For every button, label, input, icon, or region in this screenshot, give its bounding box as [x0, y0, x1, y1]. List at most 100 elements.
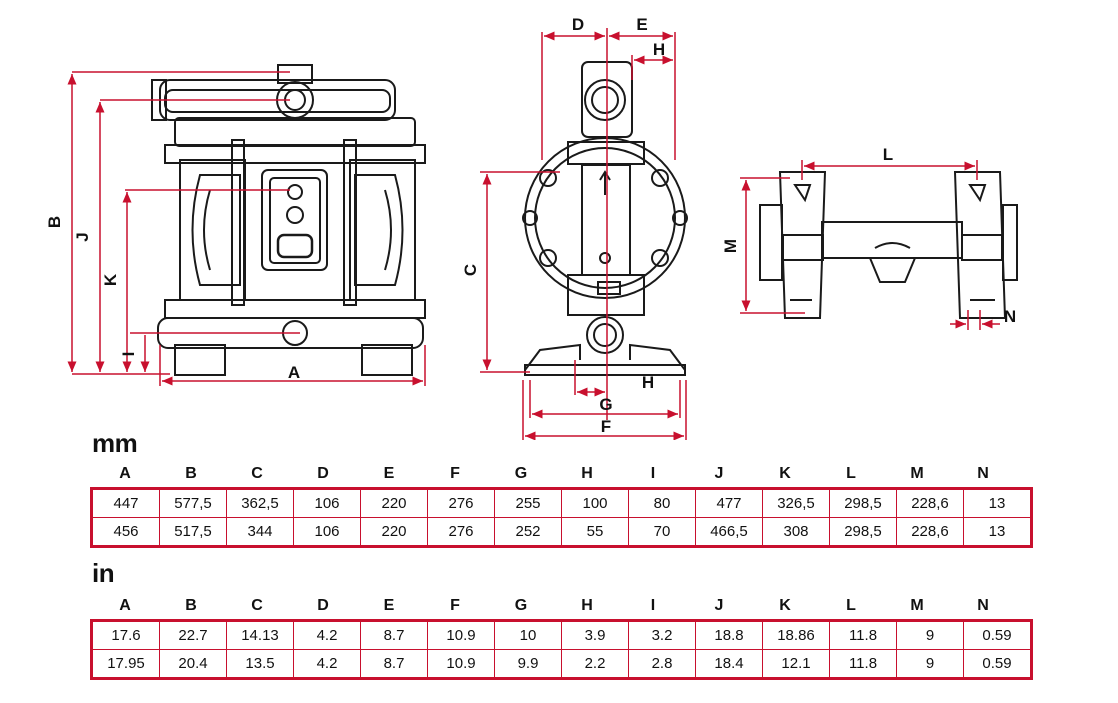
table-cell: 308	[762, 517, 830, 546]
in-header-cell: J	[714, 597, 724, 614]
mm-header-cell: C	[251, 465, 263, 482]
table-cell: 4.2	[293, 621, 361, 650]
table-cell: 344	[226, 517, 294, 546]
table-cell: 13.5	[226, 649, 294, 678]
table-cell: 2.2	[561, 649, 629, 678]
dim-label-i: I	[119, 352, 138, 357]
mm-header-cell: E	[383, 465, 395, 482]
dim-label-c: C	[461, 264, 480, 276]
dim-label-f: F	[601, 417, 611, 436]
dim-label-d: D	[572, 15, 584, 34]
in-header-cell: M	[910, 597, 924, 614]
in-header-cell: A	[119, 597, 131, 614]
in-header-cell: K	[779, 597, 791, 614]
table-cell: 228,6	[896, 489, 964, 518]
table-cell: 3.9	[561, 621, 629, 650]
table-cell: 4.2	[293, 649, 361, 678]
table-cell: 18.4	[695, 649, 763, 678]
top-dimension-lines	[741, 161, 975, 311]
table-cell: 106	[293, 489, 361, 518]
table-cell: 70	[628, 517, 696, 546]
table-cell: 11.8	[829, 621, 897, 650]
table-cell: 13	[963, 489, 1031, 518]
dim-label-a: A	[288, 363, 300, 382]
table-cell: 228,6	[896, 517, 964, 546]
in-header-cell: I	[650, 597, 656, 614]
in-header-cell: L	[846, 597, 856, 614]
in-header-cell: N	[977, 597, 989, 614]
mm-header-cell: G	[514, 465, 528, 482]
table-cell: 2.8	[628, 649, 696, 678]
dim-label-b: B	[45, 216, 64, 228]
mm-header-cell: J	[714, 465, 724, 482]
table-cell: 362,5	[226, 489, 294, 518]
mm-header-cell: L	[846, 465, 856, 482]
mm-unit-heading: mm	[92, 428, 138, 458]
dim-label-h-bottom: H	[642, 373, 654, 392]
dim-label-l: L	[883, 145, 893, 164]
mm-dimension-table: 447 577,5 362,5 106 220 276 255 100 80 4…	[90, 487, 1033, 548]
mm-header-cell: B	[185, 465, 197, 482]
table-cell: 10.9	[427, 621, 495, 650]
table-row: 17.95 20.4 13.5 4.2 8.7 10.9 9.9 2.2 2.8…	[92, 649, 1031, 678]
in-header-row: A B C D E F G H I J K L M N	[92, 597, 1016, 615]
table-cell: 8.7	[360, 621, 428, 650]
table-cell: 20.4	[159, 649, 227, 678]
table-cell: 517,5	[159, 517, 227, 546]
dim-label-n: N	[1004, 307, 1016, 326]
table-cell: 477	[695, 489, 763, 518]
mm-header-row: A B C D E F G H I J K L M N	[92, 465, 1016, 483]
front-dimension-lines	[67, 74, 423, 386]
table-cell: 9	[896, 649, 964, 678]
dim-label-e: E	[636, 15, 647, 34]
table-cell: 276	[427, 517, 495, 546]
dim-label-k: K	[101, 273, 120, 286]
table-cell: 17.6	[92, 621, 160, 650]
in-header-cell: F	[450, 597, 460, 614]
table-cell: 9.9	[494, 649, 562, 678]
table-cell: 13	[963, 517, 1031, 546]
table-cell: 80	[628, 489, 696, 518]
dim-label-g: G	[599, 395, 612, 414]
mm-header-cell: M	[910, 465, 924, 482]
pump-dimension-drawing: B J K I A	[45, 15, 1018, 440]
table-cell: 18.8	[695, 621, 763, 650]
dim-label-j: J	[73, 232, 92, 241]
dim-label-h-top: H	[653, 40, 665, 59]
mm-header-cell: H	[581, 465, 593, 482]
in-header-cell: G	[514, 597, 528, 614]
side-view-outline	[522, 61, 688, 376]
in-header-cell: D	[317, 597, 329, 614]
mm-header-cell: I	[650, 465, 656, 482]
mm-header-cell: D	[317, 465, 329, 482]
table-cell: 9	[896, 621, 964, 650]
table-cell: 106	[293, 517, 361, 546]
mm-header-cell: F	[450, 465, 460, 482]
in-header-cell: H	[581, 597, 593, 614]
dim-label-m: M	[721, 239, 740, 253]
table-cell: 0.59	[963, 649, 1031, 678]
table-cell: 298,5	[829, 517, 897, 546]
in-header-cell: B	[185, 597, 197, 614]
top-view-outline	[759, 171, 1018, 319]
in-unit-heading: in	[92, 558, 115, 588]
table-cell: 577,5	[159, 489, 227, 518]
table-cell: 55	[561, 517, 629, 546]
table-cell: 11.8	[829, 649, 897, 678]
table-cell: 10	[494, 621, 562, 650]
table-cell: 100	[561, 489, 629, 518]
table-cell: 10.9	[427, 649, 495, 678]
table-cell: 8.7	[360, 649, 428, 678]
in-header-cell: C	[251, 597, 263, 614]
table-cell: 447	[92, 489, 160, 518]
table-cell: 12.1	[762, 649, 830, 678]
in-header-cell: E	[383, 597, 395, 614]
table-cell: 466,5	[695, 517, 763, 546]
table-cell: 14.13	[226, 621, 294, 650]
table-cell: 22.7	[159, 621, 227, 650]
table-cell: 220	[360, 489, 428, 518]
table-cell: 220	[360, 517, 428, 546]
table-row: 456 517,5 344 106 220 276 252 55 70 466,…	[92, 517, 1031, 546]
table-row: 17.6 22.7 14.13 4.2 8.7 10.9 10 3.9 3.2 …	[92, 621, 1031, 650]
table-cell: 17.95	[92, 649, 160, 678]
